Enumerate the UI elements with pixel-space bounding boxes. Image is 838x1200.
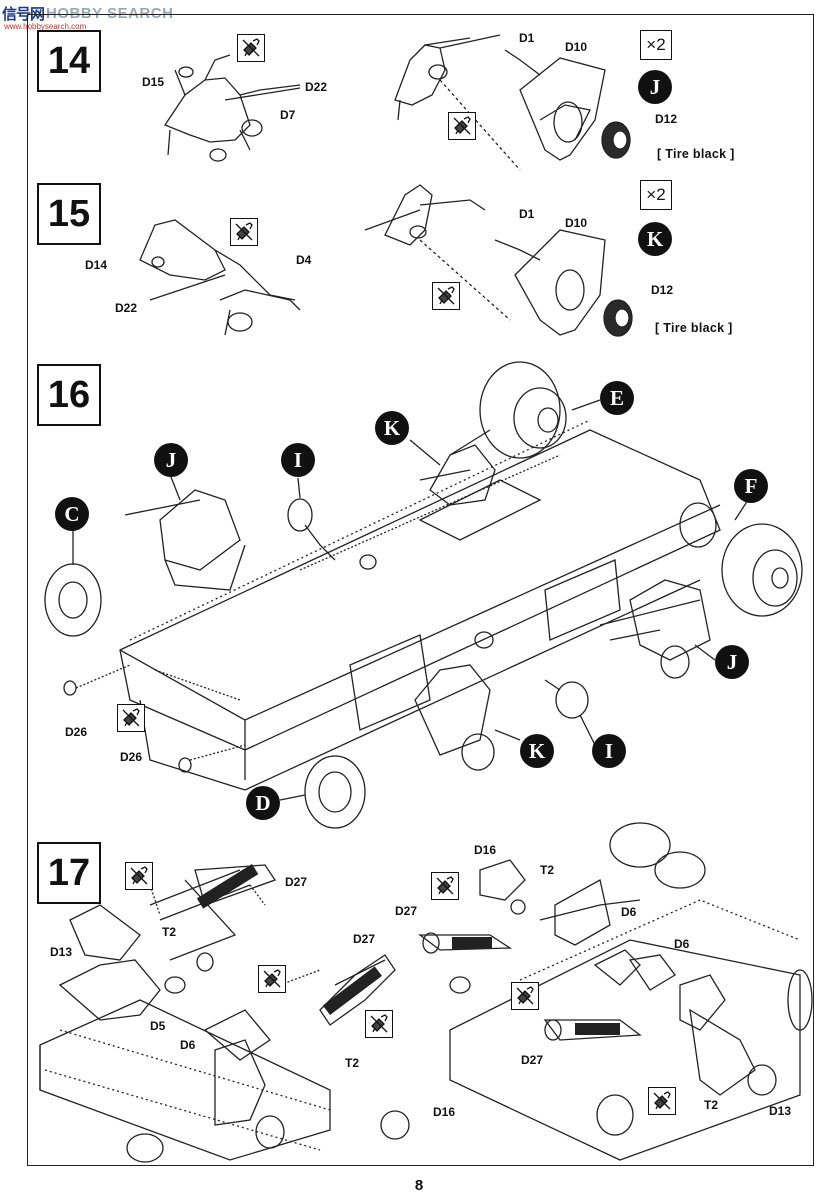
part-label-t2: T2 <box>162 925 177 939</box>
step-17-number: 17 <box>37 842 101 904</box>
no-glue-icon <box>648 1087 676 1115</box>
part-label-d10: D10 <box>565 40 588 54</box>
subassembly-marker-c: C <box>55 497 89 531</box>
no-glue-icon <box>432 282 460 310</box>
part-label-d16: D16 <box>433 1105 456 1119</box>
subassembly-marker-j: J <box>638 70 672 104</box>
part-label-t2: T2 <box>540 863 555 877</box>
subassembly-marker-e: E <box>600 381 634 415</box>
no-glue-icon <box>258 965 286 993</box>
step15-bracket-drawing <box>364 184 633 337</box>
spring-left-b <box>322 966 382 1016</box>
part-label-d12: D12 <box>655 112 678 126</box>
part-label-t2: T2 <box>345 1056 360 1070</box>
step14-bogie-arm-drawing <box>164 54 301 162</box>
step14-bracket-drawing <box>394 34 631 171</box>
part-label-d13: D13 <box>50 945 73 959</box>
watermark-brand: HOBBY SEARCH <box>46 4 174 22</box>
subassembly-marker-k: K <box>375 411 409 445</box>
step15-bogie-arm-drawing <box>139 219 301 336</box>
subassembly-marker-k: K <box>638 222 672 256</box>
subassembly-marker-j: J <box>154 443 188 477</box>
subassembly-marker-i: I <box>592 734 626 768</box>
part-label-d13: D13 <box>769 1104 792 1118</box>
page-frame <box>27 14 814 1166</box>
no-glue-icon <box>448 112 476 140</box>
part-label-d4: D4 <box>296 253 312 267</box>
no-glue-icon <box>230 218 258 246</box>
step17-left-drawing <box>39 864 410 1163</box>
spring-right-a <box>452 937 492 949</box>
no-glue-icon <box>511 982 539 1010</box>
part-label-d5: D5 <box>150 1019 166 1033</box>
step16-hull-drawing <box>44 361 803 829</box>
no-glue-icon <box>125 862 153 890</box>
part-label-d26: D26 <box>120 750 143 764</box>
subassembly-marker-d: D <box>246 786 280 820</box>
part-label-d1: D1 <box>519 31 535 45</box>
watermark-url: www.hobbysearch.com <box>4 22 87 31</box>
step-15-number: 15 <box>37 183 101 245</box>
step17-right-drawing <box>418 822 813 1161</box>
quantity-badge: ×2 <box>640 180 672 210</box>
part-label-d15: D15 <box>142 75 165 89</box>
no-glue-icon <box>431 872 459 900</box>
part-label-d6: D6 <box>180 1038 196 1052</box>
page-number: 8 <box>414 1177 424 1194</box>
part-label-d27: D27 <box>395 904 418 918</box>
tire-color-note: [ Tire black ] <box>655 321 733 335</box>
subassembly-marker-k: K <box>520 734 554 768</box>
part-label-d27: D27 <box>353 932 376 946</box>
part-label-d26: D26 <box>65 725 88 739</box>
part-label-d16: D16 <box>474 843 497 857</box>
subassembly-marker-i: I <box>281 443 315 477</box>
part-label-d10: D10 <box>565 216 588 230</box>
part-label-d7: D7 <box>280 108 296 122</box>
part-label-d6: D6 <box>621 905 637 919</box>
no-glue-icon <box>117 704 145 732</box>
watermark-logo: 信号网 HOBBY SEARCH <box>2 2 173 24</box>
subassembly-marker-j: J <box>715 645 749 679</box>
spring-right-b <box>575 1023 620 1035</box>
part-label-d22: D22 <box>115 301 138 315</box>
part-label-d22: D22 <box>305 80 328 94</box>
part-label-d27: D27 <box>521 1053 544 1067</box>
watermark-cn: 信号网 <box>2 4 45 23</box>
subassembly-marker-f: F <box>734 469 768 503</box>
part-label-d1: D1 <box>519 207 535 221</box>
quantity-badge: ×2 <box>640 30 672 60</box>
tire-color-note: [ Tire black ] <box>657 147 735 161</box>
part-label-d12: D12 <box>651 283 674 297</box>
part-label-d27: D27 <box>285 875 308 889</box>
part-label-d14: D14 <box>85 258 108 272</box>
spring-left-a <box>196 863 259 909</box>
no-glue-icon <box>365 1010 393 1038</box>
step-14-number: 14 <box>37 30 101 92</box>
step-16-number: 16 <box>37 364 101 426</box>
part-label-t2: T2 <box>704 1098 719 1112</box>
part-label-d6: D6 <box>674 937 690 951</box>
no-glue-icon <box>237 34 265 62</box>
